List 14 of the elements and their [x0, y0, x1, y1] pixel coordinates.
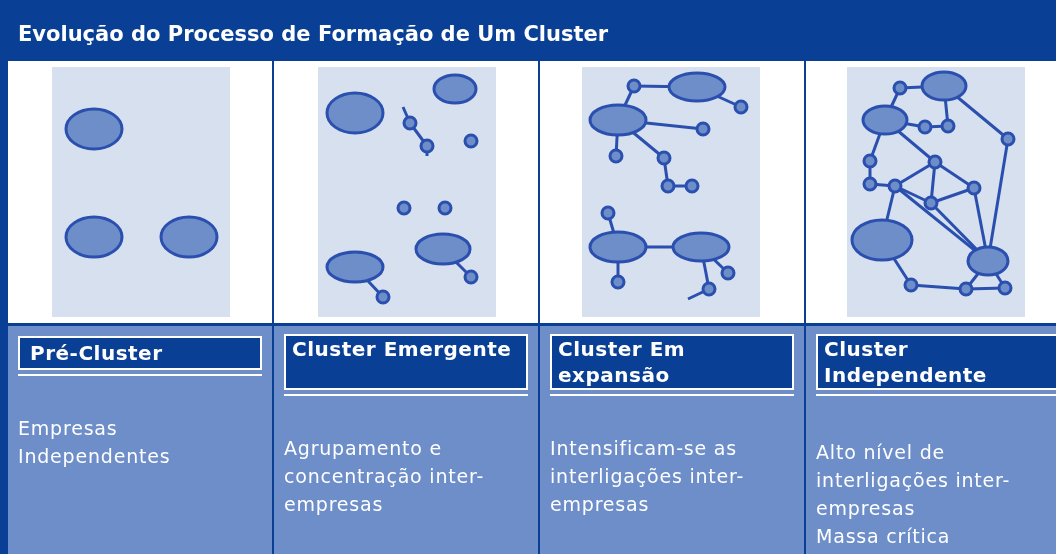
- stage-heading: Pré-Cluster: [18, 336, 262, 370]
- stage-description: Alto nível de interligações inter-empresas: [816, 440, 1012, 521]
- stage-heading: Cluster Emergente: [284, 334, 528, 390]
- stage-cell: [806, 326, 1056, 554]
- title-text: Evolução do Processo de Formação de Um Cluster: [18, 22, 609, 46]
- stage-cell: [8, 326, 272, 554]
- stage-description: Massa crítica: [816, 524, 952, 549]
- stage-description: Empresas Independentes: [18, 416, 172, 469]
- stage-heading: Cluster Em expansão: [550, 334, 794, 390]
- stage-cell: [274, 326, 538, 554]
- stage-cell: [540, 326, 804, 554]
- stage-description: Agrupamento e concentração inter-empresas: [284, 436, 486, 517]
- stage-description: Intensificam-se as interligações inter-empresas: [550, 436, 746, 517]
- stage-heading: Cluster Independente: [816, 334, 1056, 390]
